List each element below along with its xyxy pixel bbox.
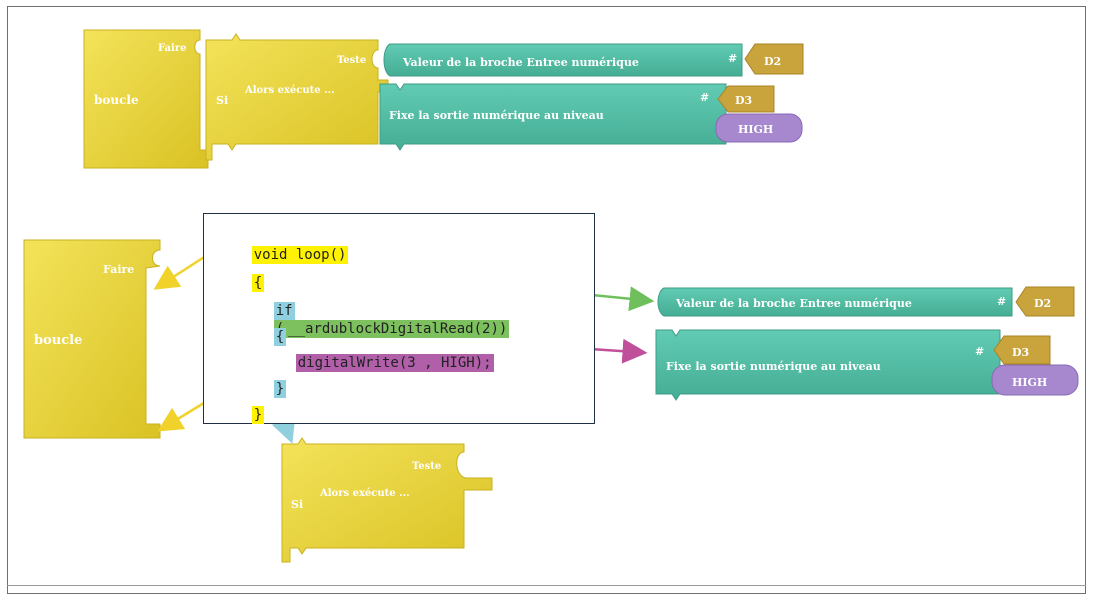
code-if-keyword: if	[273, 302, 295, 320]
top-read-label: Valeur de la broche Entree numérique	[402, 56, 639, 69]
top-loop-label: boucle	[94, 93, 139, 107]
code-digital-write: digitalWrite(3 , HIGH);	[295, 354, 494, 372]
exploded-read-hash: #	[997, 295, 1006, 308]
exploded-write-block: Fixe la sortie numérique au niveau # D3 …	[655, 329, 1079, 401]
exploded-read-pin: D2	[1034, 297, 1051, 310]
code-loop-close-brace: }	[251, 406, 265, 424]
top-write-block: Fixe la sortie numérique au niveau # D3 …	[379, 83, 803, 151]
exploded-write-level: HIGH	[1012, 376, 1047, 389]
code-loop-open-brace: {	[251, 274, 265, 292]
diagram-frame	[7, 6, 1086, 594]
exploded-write-pin: D3	[1012, 346, 1029, 359]
exploded-write-hash: #	[975, 345, 984, 358]
exploded-read-block: Valeur de la broche Entree numérique # D…	[657, 286, 1075, 317]
code-if-open-brace: {	[273, 328, 287, 346]
top-read-pin: D2	[764, 55, 781, 68]
exploded-if-slot-then: Alors exécute ...	[319, 488, 410, 499]
exploded-write-label: Fixe la sortie numérique au niveau	[666, 360, 881, 373]
code-box: void loop() { if (__ardublockDigitalRead…	[203, 213, 595, 424]
top-write-hash: #	[700, 91, 709, 104]
top-write-level: HIGH	[738, 123, 773, 136]
top-loop-block: boucle Faire	[83, 29, 209, 169]
top-read-block: Valeur de la broche Entree numérique # D…	[383, 43, 804, 77]
bottom-divider	[7, 585, 1086, 586]
top-write-label: Fixe la sortie numérique au niveau	[389, 109, 604, 122]
top-if-label: Si	[216, 94, 228, 107]
exploded-if-label: Si	[291, 498, 303, 511]
exploded-if-block: Si Teste Alors exécute ...	[281, 437, 493, 563]
top-if-block: Si Teste Alors exécute ...	[205, 33, 389, 161]
code-if-close-brace: }	[273, 380, 287, 398]
top-if-slot-test: Teste	[337, 55, 366, 66]
exploded-read-label: Valeur de la broche Entree numérique	[675, 297, 912, 310]
exploded-loop-label: boucle	[34, 333, 82, 348]
top-if-slot-then: Alors exécute ...	[244, 85, 335, 96]
code-loop-signature: void loop()	[251, 246, 349, 264]
top-write-pin: D3	[735, 94, 752, 107]
code-digital-read: __ardublockDigitalRead(2))	[286, 320, 510, 338]
exploded-if-slot-test: Teste	[412, 461, 441, 472]
top-loop-slot: Faire	[158, 43, 186, 54]
exploded-loop-slot: Faire	[103, 263, 134, 276]
top-read-hash: #	[728, 52, 737, 65]
exploded-loop-block: boucle Faire	[23, 239, 161, 439]
